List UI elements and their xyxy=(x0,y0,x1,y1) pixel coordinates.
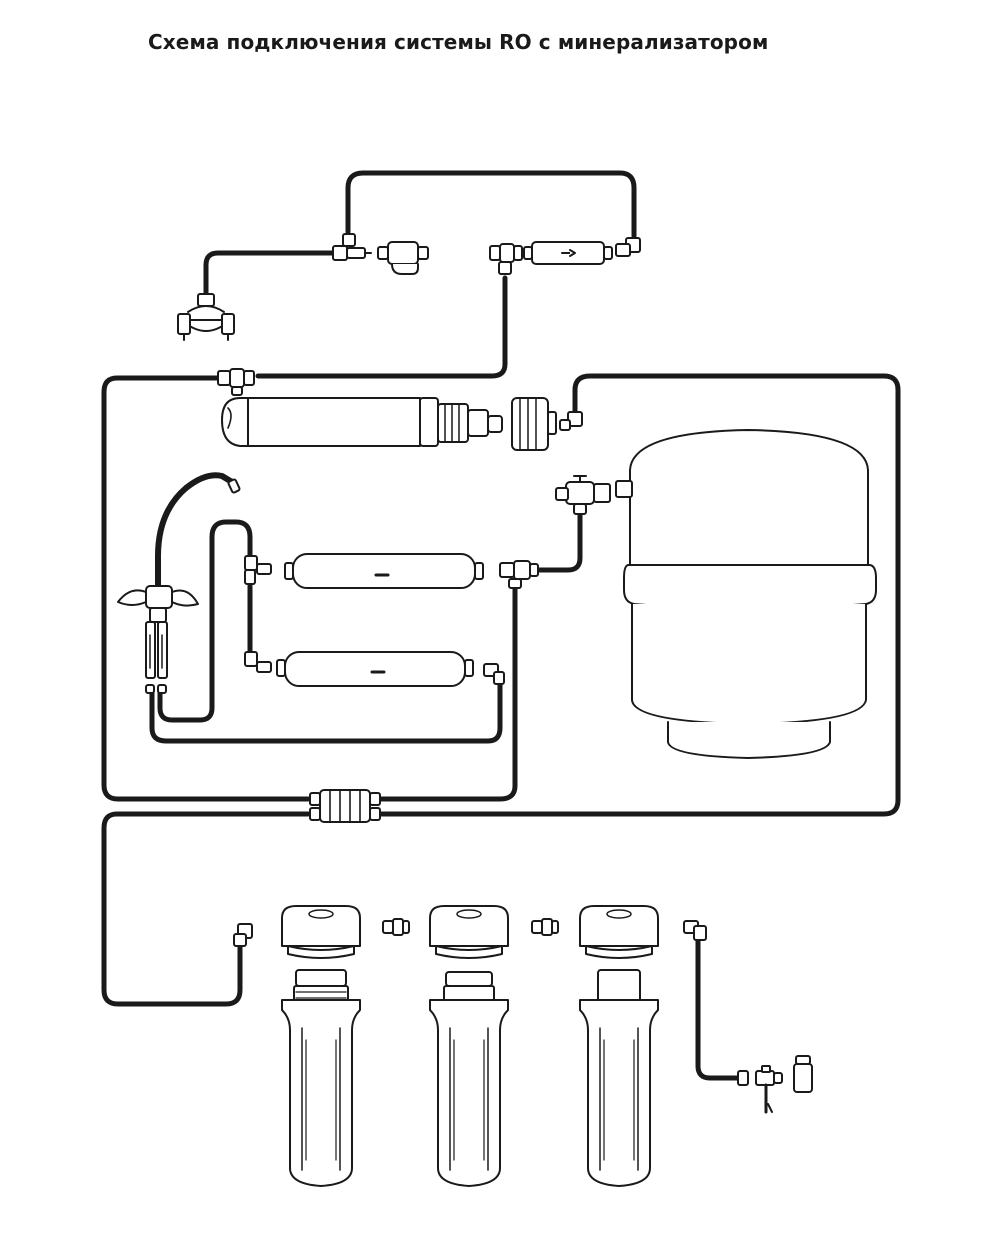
tube-post-to-junction xyxy=(377,583,518,802)
tube-left-loop xyxy=(101,375,311,802)
tube-right-loop xyxy=(377,373,901,817)
membrane-tee xyxy=(217,368,255,396)
membrane-housing xyxy=(221,397,503,447)
elbow-fitting-outlet xyxy=(683,920,707,941)
post-filter-upper xyxy=(244,553,484,589)
elbow-fitting-top xyxy=(615,237,641,257)
elbow-fitting-cap xyxy=(559,411,583,431)
tube-clamp-feed xyxy=(203,250,336,299)
post-filter-tee xyxy=(499,560,539,589)
tank-valve xyxy=(555,475,611,515)
drain-adapter xyxy=(793,1055,813,1093)
shutoff-valve xyxy=(377,241,429,275)
pre-filter-housing-2 xyxy=(429,905,509,1187)
tube-top-loop xyxy=(345,170,637,239)
tube-tee-to-membrane xyxy=(255,275,508,379)
elbow-fitting-inlet xyxy=(233,923,253,947)
saddle-clamp xyxy=(177,293,235,341)
inlet-tee xyxy=(489,243,523,275)
tube-faucet-a xyxy=(157,519,253,723)
flow-restrictor xyxy=(523,241,613,265)
feed-water-adapter xyxy=(332,233,372,261)
tubes xyxy=(101,170,901,1081)
storage-tank xyxy=(615,429,877,759)
tube-tank-feed xyxy=(533,509,583,573)
pre-filter-housing-1 xyxy=(281,905,361,1187)
nipple-fitting-2 xyxy=(531,918,559,936)
junction-block xyxy=(309,789,381,823)
drain-valve xyxy=(737,1065,783,1114)
page-title: Схема подключения системы RO с минерализ… xyxy=(148,30,769,54)
tube-bottom-left-loop xyxy=(101,811,311,1007)
pre-filter-housing-3 xyxy=(579,905,659,1187)
mineralizer-filter xyxy=(244,651,505,687)
membrane-cap xyxy=(511,397,557,451)
faucet xyxy=(117,472,241,694)
tube-faucet-b xyxy=(149,681,503,744)
tube-drain xyxy=(695,931,740,1081)
nipple-fitting-1 xyxy=(382,918,410,936)
